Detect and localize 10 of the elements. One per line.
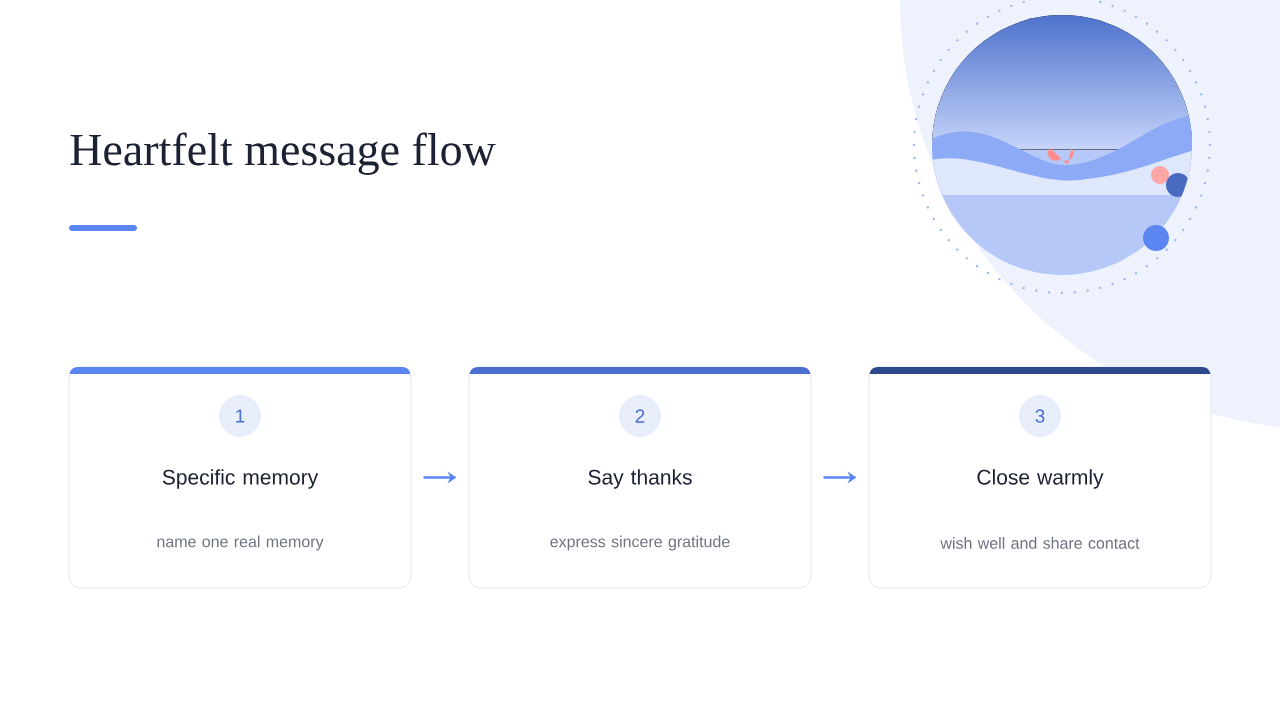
number-badge: 1 bbox=[219, 395, 261, 437]
step-description: wish well and share contact bbox=[940, 537, 1140, 549]
step-title: Specific memory bbox=[162, 469, 319, 489]
step-description: name one real memory bbox=[157, 535, 324, 551]
number-badge: 3 bbox=[1019, 395, 1061, 437]
step-description: express sincere gratitude bbox=[550, 535, 730, 551]
title: Heartfelt message flow bbox=[70, 132, 496, 175]
step-title: Say thanks bbox=[588, 469, 692, 489]
number-badge: 2 bbox=[619, 395, 661, 437]
step-title: Close warmly bbox=[977, 469, 1104, 489]
